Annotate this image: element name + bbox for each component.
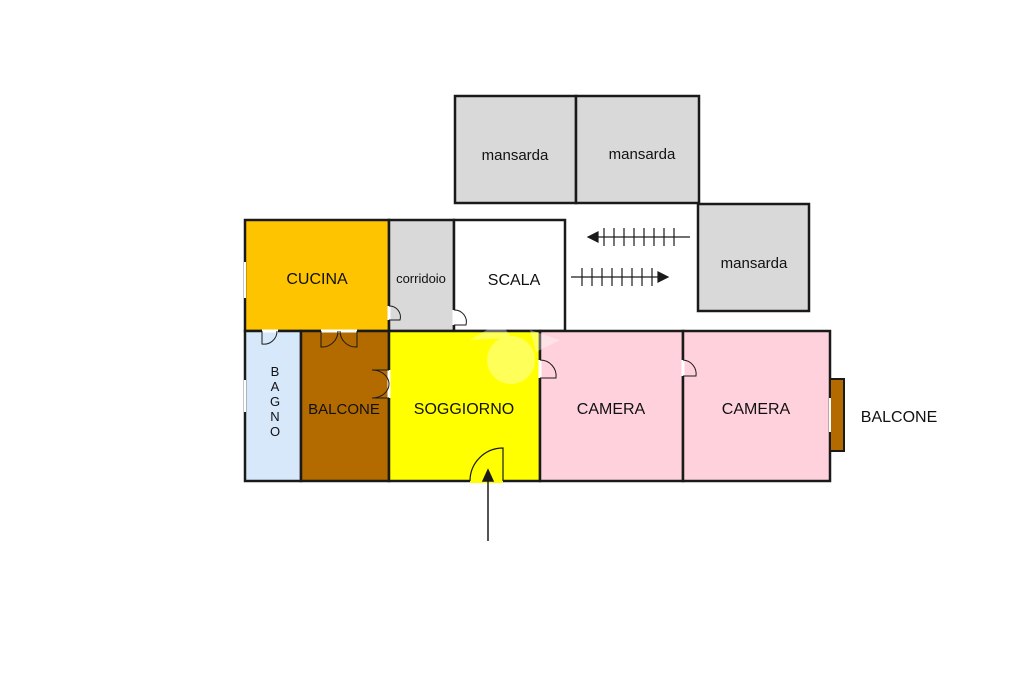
label-camera-2: CAMERA [722,401,791,418]
label-bagno: B A G N O [270,364,280,439]
label-soggiorno: SOGGIORNO [414,401,514,418]
label-camera-1: CAMERA [577,401,646,418]
label-bagno-letter: N [270,409,279,424]
label-mansarda-2: mansarda [609,146,676,163]
label-scala: SCALA [488,272,541,289]
label-balcone-interno: BALCONE [308,401,380,418]
entrance-arrow-icon [481,468,495,541]
door-balcone-soggiorno [371,369,391,399]
room-mansarda-2[interactable] [574,94,701,205]
watermark-logo [470,322,560,384]
label-mansarda-3: mansarda [721,255,788,272]
room-balcone-interno[interactable] [299,329,391,483]
room-camera-1[interactable] [538,329,685,483]
room-bagno[interactable] [243,329,303,483]
stair-arrow-left [586,228,690,246]
label-bagno-letter: G [270,394,280,409]
label-mansarda-1: mansarda [482,147,549,164]
door-cucina-balcone [320,329,358,348]
door-scala [452,309,467,326]
room-mansarda-3[interactable] [696,202,811,313]
room-soggiorno[interactable] [387,329,542,483]
door-corridoio [387,305,401,321]
room-balcone-esterno[interactable] [829,378,845,452]
label-balcone-esterno: BALCONE [861,409,937,426]
label-corridoio: corridoio [396,271,446,286]
label-bagno-letter: O [270,424,280,439]
door-cucina-bagno [261,329,278,345]
room-scala[interactable] [452,218,567,333]
label-bagno-letter: B [271,364,280,379]
door-camera-2 [681,359,697,377]
stair-arrow-right [571,268,670,286]
door-camera-1 [538,359,557,379]
label-bagno-letter: A [271,379,280,394]
label-cucina: CUCINA [286,271,348,288]
room-mansarda-1[interactable] [453,94,578,205]
